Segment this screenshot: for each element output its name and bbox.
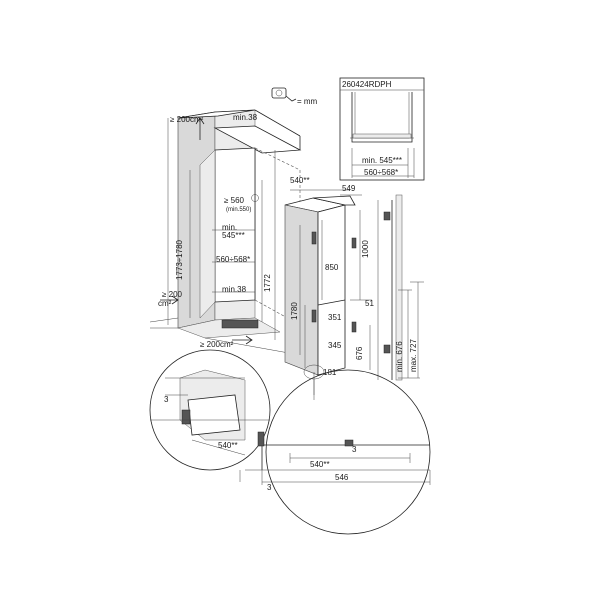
min676-label: min. 676 xyxy=(395,341,404,372)
h1772-label: 1772 xyxy=(263,274,272,292)
range-560-568-label: 560÷568* xyxy=(216,255,250,264)
h345-label: 345 xyxy=(328,341,342,350)
h1780-label: 1780 xyxy=(290,302,299,320)
h1000-label: 1000 xyxy=(361,240,370,258)
units-label: = mm xyxy=(297,97,318,106)
detail-left-540: 540** xyxy=(218,441,238,450)
inset-range: 560÷568* xyxy=(364,168,398,177)
h850-label: 850 xyxy=(325,263,339,272)
detail-right-546: 546 xyxy=(335,473,349,482)
door-profile xyxy=(377,194,424,381)
detail-circle-left: 3 540** xyxy=(149,349,271,471)
air-side-unit: cm² xyxy=(158,299,172,308)
h351-label: 351 xyxy=(328,313,342,322)
inset-min545: min. 545*** xyxy=(362,156,402,165)
depth-min550-label: (min.550) xyxy=(226,207,251,213)
detail-left-3: 3 xyxy=(164,395,169,404)
fridge-appliance xyxy=(284,189,372,400)
height-range-label: 1773÷1780 xyxy=(175,239,184,280)
min545-label-a: min. xyxy=(222,223,237,232)
detail-right-540: 540** xyxy=(310,460,330,469)
ruler-icon xyxy=(271,87,287,99)
niche-cabinet xyxy=(149,109,302,356)
detail-right-3b: 3 xyxy=(267,483,272,492)
min38-bottom-label: min.38 xyxy=(222,285,247,294)
h51-label: 51 xyxy=(365,299,374,308)
depth-560-label: ≥ 560 xyxy=(224,196,245,205)
h181-label: 181 xyxy=(323,368,337,377)
detail-right-3a: 3 xyxy=(352,445,357,454)
air-bottom-label: ≥ 200cm² xyxy=(200,340,234,349)
h676-label: 676 xyxy=(355,346,364,360)
max727-label: max. 727 xyxy=(409,339,418,372)
min38-top-label: min.38 xyxy=(233,113,258,122)
w549-label: 549 xyxy=(342,184,356,193)
top-inset: 260424RDPH min. 545*** 560÷568* xyxy=(339,77,425,181)
air-top-label: ≥ 200cm² xyxy=(170,115,204,124)
diagram-code: 260424RDPH xyxy=(342,80,392,89)
w540-label: 540** xyxy=(290,176,310,185)
detail-circle-right: 3 540** 3 546 xyxy=(239,369,431,535)
units-legend: = mm xyxy=(271,87,318,106)
min545-label-b: 545*** xyxy=(222,231,245,240)
air-side-label: ≥ 200 xyxy=(162,290,183,299)
